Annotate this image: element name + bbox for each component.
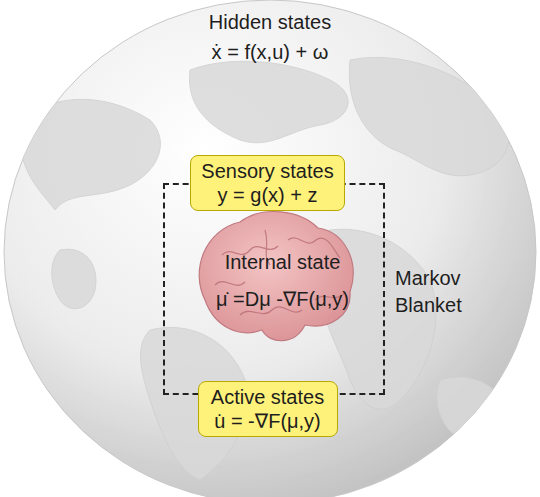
box-heading: Active states <box>209 385 327 409</box>
box-equation: y = g(x) + z <box>201 183 333 207</box>
state-equation: ẋ = f(x,u) + ω <box>212 40 329 64</box>
blanket-label: Markov Blanket <box>395 265 487 319</box>
region-heading: Hidden states <box>209 10 331 34</box>
internal-equation: μ̇ =Dμ -∇F(μ,y) <box>216 287 349 311</box>
brain-illustration <box>199 212 353 341</box>
active-box: Active statesu̇ = -∇F(μ,y) <box>198 381 338 437</box>
box-heading: Sensory states <box>201 159 333 183</box>
sensory-box: Sensory statesy = g(x) + z <box>190 155 344 211</box>
internal-label: Internal state <box>225 250 341 274</box>
markov-blanket: Markov BlanketSensory statesy = g(x) + z… <box>163 183 385 395</box>
box-equation: u̇ = -∇F(μ,y) <box>209 409 327 433</box>
